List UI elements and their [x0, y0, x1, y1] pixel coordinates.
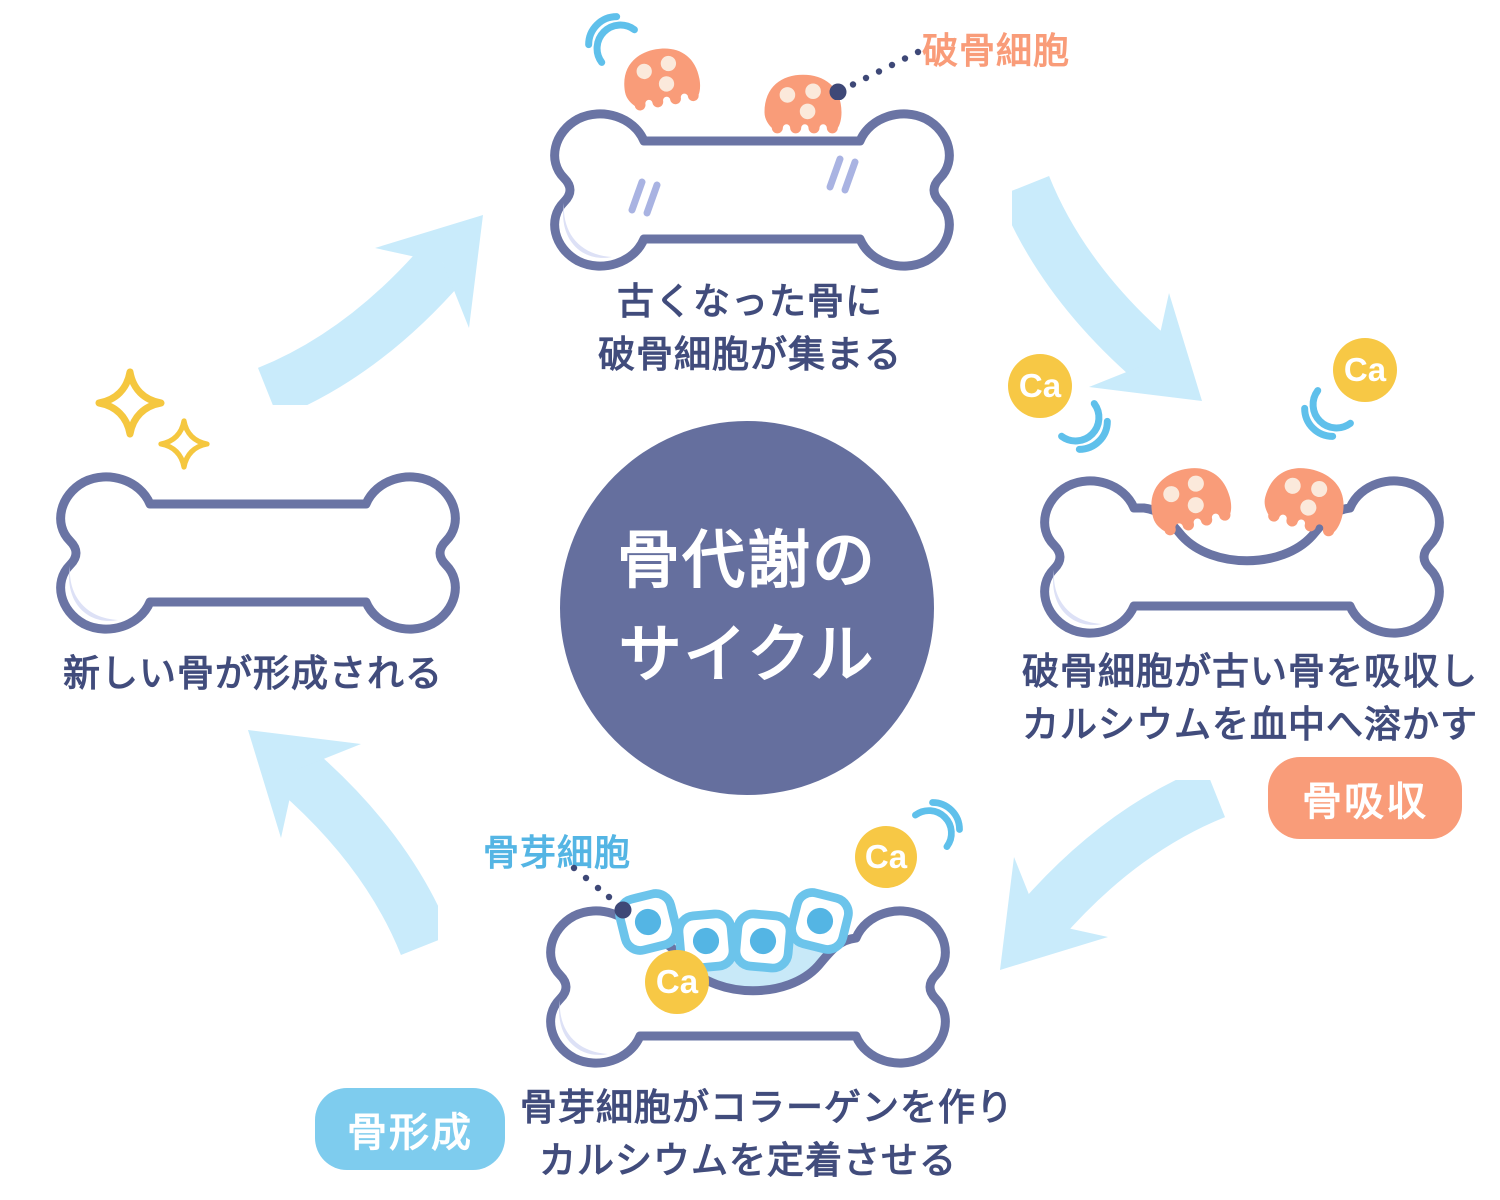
cycle-title-circle: 骨代謝の サイクル	[560, 421, 934, 795]
caption-line: カルシウムを血中へ溶かす	[1022, 703, 1478, 745]
vibration-icon	[910, 798, 964, 852]
cycle-arrow-left-to-top	[248, 195, 498, 405]
osteoblast-label: 骨芽細胞	[483, 832, 632, 873]
old-bone-caption: 古くなった骨に 破骨細胞が集まる	[530, 276, 970, 381]
calcium-badge: Ca	[855, 826, 917, 888]
caption-line: 破骨細胞が集まる	[598, 333, 902, 375]
old-bone-illustration	[532, 105, 972, 275]
sparkle-icon	[95, 368, 165, 438]
calcium-badge: Ca	[1333, 338, 1397, 402]
caption-line: 破骨細胞が古い骨を吸収し	[1022, 651, 1478, 692]
cycle-title-line1: 骨代謝の	[617, 525, 877, 596]
vibration-icon	[1300, 385, 1356, 441]
cycle-arrow-bottom-to-left	[228, 715, 438, 965]
resorption-caption: 破骨細胞が古い骨を吸収し カルシウムを血中へ溶かす	[1022, 646, 1478, 751]
caption-line: カルシウムを定着させる	[539, 1139, 957, 1181]
osteoclast-label: 破骨細胞	[922, 30, 1071, 71]
caption-line: 古くなった骨に	[617, 281, 883, 322]
formation-caption: 骨芽細胞がコラーゲンを作り カルシウムを定着させる	[520, 1082, 1014, 1187]
new-bone-caption: 新しい骨が形成される	[33, 648, 473, 701]
resorption-bone-illustration	[1022, 472, 1462, 642]
osteoblast-leader-line	[570, 864, 632, 919]
resorption-badge: 骨吸収	[1268, 757, 1462, 839]
scratch-marks	[628, 155, 859, 217]
calcium-badge: Ca	[645, 950, 709, 1014]
vibration-icon	[1056, 398, 1112, 454]
sparkle-icon	[158, 418, 210, 470]
cycle-title-line2: サイクル	[618, 620, 876, 690]
calcium-badge: Ca	[1008, 354, 1072, 418]
caption-line: 新しい骨が形成される	[63, 653, 443, 694]
formation-badge: 骨形成	[315, 1088, 505, 1170]
cycle-arrow-right-to-bottom	[985, 780, 1235, 990]
new-bone-illustration	[38, 468, 478, 638]
osteoclast-leader-line	[829, 48, 922, 100]
caption-line: 骨芽細胞がコラーゲンを作り	[520, 1087, 1014, 1128]
